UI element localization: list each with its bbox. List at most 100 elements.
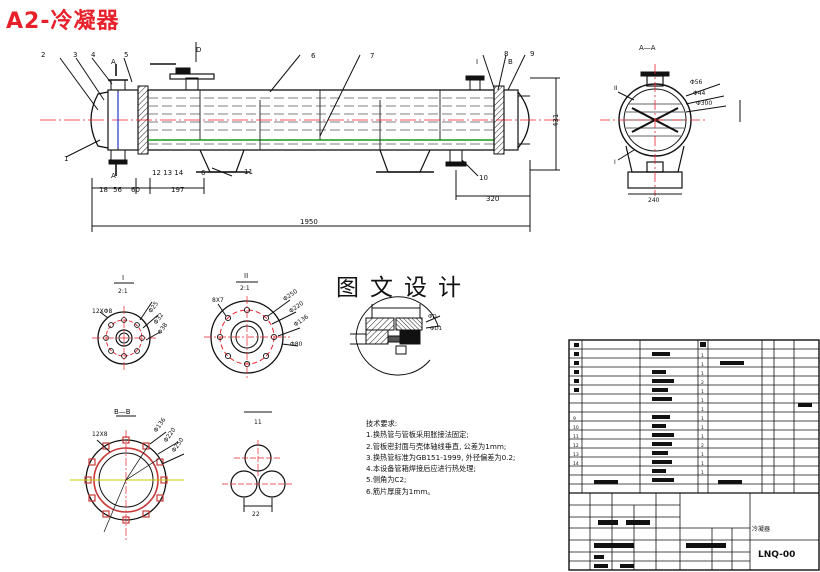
view-title: II [244,272,248,280]
technical-notes: 技术要求: 1.换热管与管板采用胀接法固定; 2.管板密封面与壳体轴线垂直, 公… [366,418,515,497]
note-item: 4.本设备管箱焊接后应进行热处理; [366,464,476,474]
dim-label: 320 [486,195,499,203]
qty-cell: 2 [701,380,704,386]
qty-cell: 1 [701,398,704,404]
right-saddle [379,149,431,173]
top-nozzle [185,77,199,91]
dim-label: 60 [131,186,140,194]
tube-arrangement-labels: 11 22 [252,419,262,518]
part-label: 1 [64,155,68,163]
parts-list-numbers: 1 1 1 2 1 1 1 1 1 1 2 1 1 1 9 10 11 12 1… [573,353,704,476]
callout: Φ250 [282,288,299,303]
callout: 12X8 [92,431,108,438]
callout: Φ250 [170,437,185,454]
part-label: 5 [124,51,128,59]
qty-cell: 1 [701,362,704,368]
dim-label: 11 [254,419,262,426]
part-label: 8 [504,50,508,58]
part-label: 11 [244,168,253,176]
note-item: 5.侧角为C2; [366,475,407,485]
dim-label: 12 13 14 [152,169,184,177]
parts-list-entries [574,342,812,568]
section-mark: I [476,58,478,66]
view-title: A—A [639,44,656,52]
row-code: 12 [573,443,579,449]
dim-label: 240 [648,197,660,204]
note-item: 6.筋片厚度为1mm。 [366,486,435,496]
callout: ΦD [428,314,437,320]
section-bb-labels: B—B 12X8 Φ136 Φ220 Φ250 [92,408,186,454]
drawing-name: 冷凝器 [752,526,771,533]
dim-label: 1950 [300,218,318,226]
view-scale: 2:1 [118,288,128,295]
row-code: 11 [573,434,579,440]
qty-cell: 1 [701,407,704,413]
side-view-aa [600,64,741,196]
part-label: 6 [311,52,316,60]
left-saddle [199,149,245,173]
note-item: 3.换热管标准为GB151-1999, 外径偏差为0.2; [366,452,516,462]
view-title: B—B [114,408,131,416]
qty-cell: 1 [701,389,704,395]
notes-heading: 技术要求: [366,419,398,428]
drawing-number: LNQ-00 [758,550,796,560]
row-code: 13 [573,452,579,458]
side-view-labels: A—A Φ56 Φ44 Φ300 II I 240 [614,44,712,204]
part-label: 9 [530,50,534,58]
callout: Φ300 [696,100,712,107]
part-number-labels: 1 2 3 4 5 6 6 7 8 9 10 11 18 56 60 197 1… [41,46,560,226]
part-label: 3 [73,51,77,59]
row-code: 9 [573,416,576,422]
section-mark: A [111,58,116,66]
qty-cell: 1 [701,371,704,377]
gasket-labels: ΦD ΦD1 [428,314,442,332]
callout: Φ56 [690,79,703,86]
part-label: 10 [479,174,488,182]
title-block [568,339,820,571]
callout: Φ220 [288,300,305,315]
callout: ΦD1 [430,326,442,332]
row-code: 10 [573,425,579,431]
callout: Φ44 [693,90,706,97]
gasket-detail [350,296,441,376]
part-label: 2 [41,51,45,59]
detail-ii-flange [204,281,301,378]
dim-label: 197 [171,186,184,194]
view-scale: 2:1 [240,285,250,292]
qty-cell: 1 [701,434,704,440]
section-mark: B [508,58,513,66]
section-mark: I [614,159,616,166]
qty-cell: 1 [701,416,704,422]
view-title: I [122,274,124,282]
detail-ii-labels: II 2:1 8X7 Φ250 Φ220 Φ136 Φ80 [212,272,310,348]
section-bb [70,415,185,540]
qty-cell: 1 [701,452,704,458]
part-label: 6 [201,169,206,177]
note-item: 2.管板密封面与壳体轴线垂直, 公差为1mm; [366,441,507,451]
qty-cell: 1 [701,353,704,359]
qty-cell: 1 [701,470,704,476]
qty-cell: 2 [701,443,704,449]
callout: Φ80 [290,341,303,348]
part-label: 4 [91,51,96,59]
drawing-title: A2-冷凝器 [6,9,120,34]
callout: 12XΦ8 [92,308,112,315]
dim-label: 56 [113,186,122,194]
callout: Φ136 [293,313,310,328]
part-label: 7 [370,52,374,60]
section-mark: D [196,46,201,54]
dim-label: 18 [99,186,108,194]
callout: Φ136 [152,417,167,434]
qty-cell: 1 [701,461,704,467]
row-code: 14 [573,461,579,467]
qty-cell: 1 [701,425,704,431]
section-mark: A [111,172,116,180]
section-mark: II [614,85,618,92]
detail-i-flange [92,282,161,370]
callout: 8X7 [212,297,224,304]
main-elevation-view [40,42,560,232]
dim-label: 431 [552,114,560,127]
dim-label: 22 [252,511,260,518]
tube-arrangement [222,411,294,512]
